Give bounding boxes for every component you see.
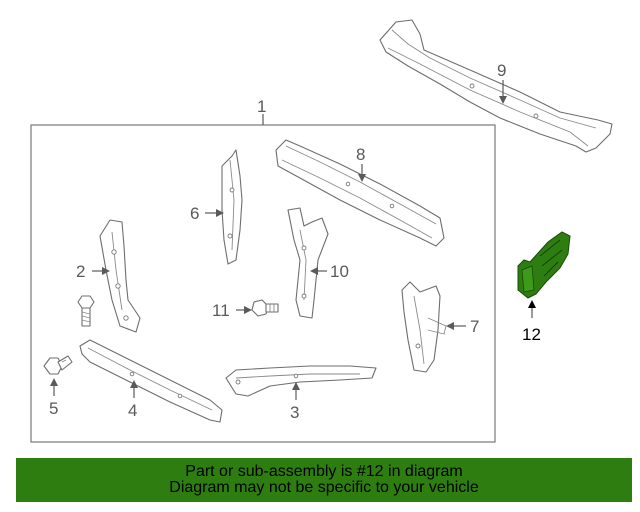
part-2-side-bracket[interactable] — [99, 219, 141, 333]
part-6-vertical-bracket[interactable] — [221, 149, 243, 265]
callout-3[interactable]: 3 — [290, 403, 299, 422]
callout-10[interactable]: 10 — [330, 262, 349, 281]
callout-5[interactable]: 5 — [49, 399, 58, 418]
part-3-lower-rail[interactable] — [225, 365, 377, 397]
part-7-side-support[interactable] — [401, 281, 447, 373]
callout-12[interactable]: 12 — [522, 325, 541, 344]
callout-8[interactable]: 8 — [356, 145, 365, 164]
callout-9[interactable]: 9 — [497, 61, 506, 80]
notice-banner: Part or sub-assembly is #12 in diagram D… — [16, 458, 632, 502]
assembly-group-frame — [30, 124, 496, 443]
part-4-lower-crossmember[interactable] — [79, 339, 223, 423]
part-5-bolt[interactable] — [43, 355, 73, 375]
bolt-near-part-2[interactable] — [77, 295, 95, 327]
callout-11[interactable]: 11 — [212, 301, 230, 320]
callout-4[interactable]: 4 — [128, 401, 137, 420]
part-8-upper-crossmember[interactable] — [275, 139, 445, 247]
part-9-upper-support[interactable] — [379, 19, 613, 153]
callout-6[interactable]: 6 — [190, 204, 199, 223]
part-10-support-brace[interactable] — [287, 207, 329, 319]
callout-1[interactable]: 1 — [257, 97, 266, 116]
callout-7[interactable]: 7 — [470, 317, 479, 336]
notice-line-2: Diagram may not be specific to your vehi… — [169, 479, 479, 496]
callout-2[interactable]: 2 — [76, 262, 85, 281]
part-11-bolt[interactable] — [251, 299, 279, 317]
notice-line-1: Part or sub-assembly is #12 in diagram — [185, 463, 463, 480]
part-12-highlighted-bracket[interactable] — [517, 231, 571, 299]
